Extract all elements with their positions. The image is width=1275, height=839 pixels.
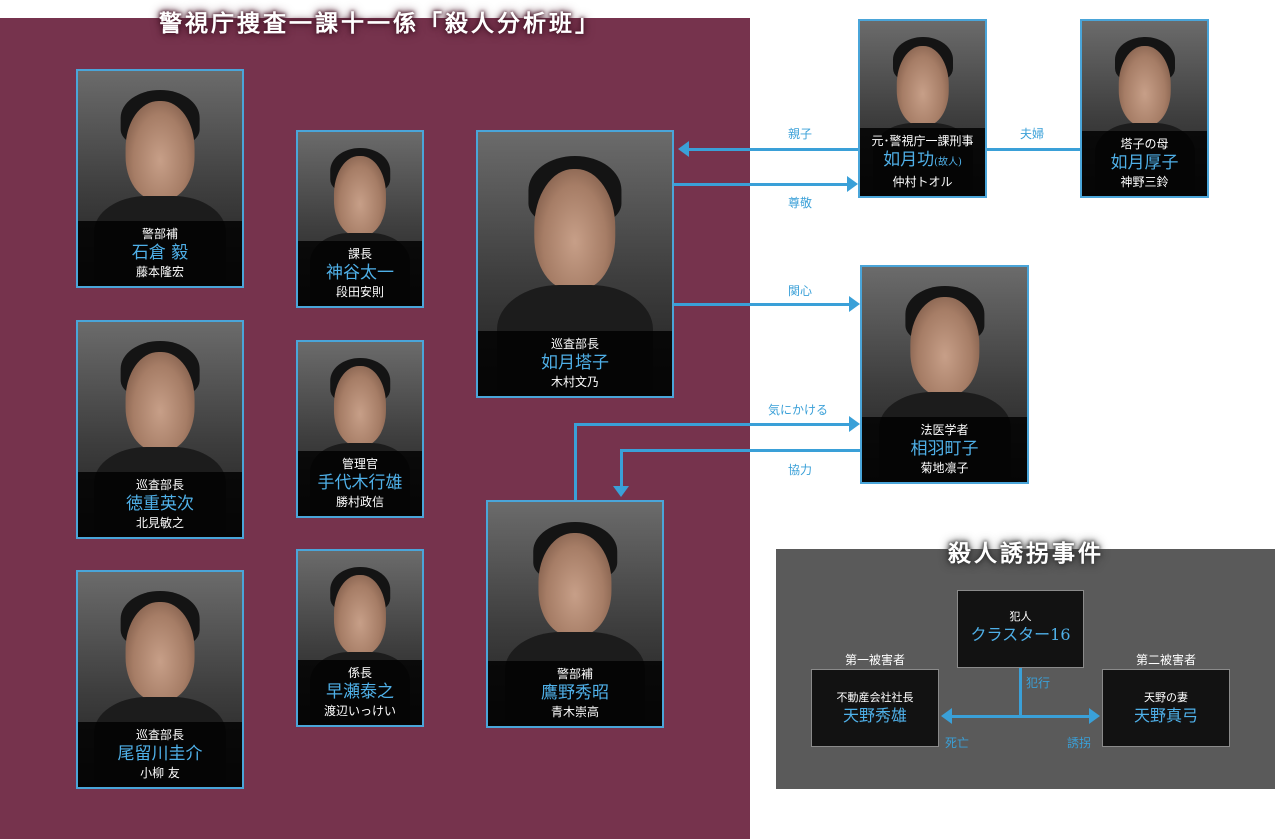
- member-card-kisaragi-toko[interactable]: 巡査部長 如月塔子 木村文乃: [476, 130, 674, 398]
- label-yuukai: 誘拐: [1067, 736, 1092, 750]
- member-card-takano[interactable]: 警部補 鷹野秀昭 青木崇高: [486, 500, 664, 728]
- relation-line-kyouryoku-h: [620, 449, 860, 452]
- member-card-kamiya[interactable]: 課長 神谷太一 段田安則: [296, 130, 424, 308]
- victim1-box[interactable]: 不動産会社社長 天野秀雄: [811, 669, 939, 747]
- victim2-box[interactable]: 天野の妻 天野真弓: [1102, 669, 1230, 747]
- member-card-torukawa[interactable]: 巡査部長 尾留川圭介 小柳 友: [76, 570, 244, 789]
- label-shibou: 死亡: [945, 736, 970, 750]
- label-kinikakeru: 気にかける: [768, 403, 829, 417]
- label-kanshin: 関心: [788, 284, 813, 298]
- character-card-kisaragi-atsuko[interactable]: 塔子の母 如月厚子 神野三鈴: [1080, 19, 1209, 198]
- relation-line-kinikakeru-h: [574, 423, 850, 426]
- label-oyako: 親子: [788, 127, 813, 141]
- relation-line-oyako: [688, 148, 858, 151]
- relation-line-kanshin: [674, 303, 850, 306]
- case-title: 殺人誘拐事件: [948, 540, 1104, 567]
- member-card-ishikura[interactable]: 警部補 石倉 毅 藤本隆宏: [76, 69, 244, 288]
- arrow-right-icon: [849, 296, 860, 312]
- character-card-aiba-machiko[interactable]: 法医学者 相羽町子 菊地凛子: [860, 265, 1029, 484]
- relation-line-kinikakeru-v: [574, 423, 577, 500]
- case-line-yuukai: [1019, 715, 1089, 718]
- arrow-right-icon: [1089, 708, 1100, 724]
- case-line-hankou-v: [1019, 668, 1022, 717]
- arrow-right-icon: [849, 416, 860, 432]
- relation-line-kyouryoku-v: [620, 449, 623, 487]
- arrow-left-icon: [941, 708, 952, 724]
- character-card-kisaragi-isao[interactable]: 元･警視庁一課刑事 如月功(故人) 仲村トオル: [858, 19, 987, 198]
- victim1-caption: 第一被害者: [844, 653, 905, 667]
- label-fuufu: 夫婦: [1020, 127, 1045, 141]
- member-card-hayase[interactable]: 係長 早瀬泰之 渡辺いっけい: [296, 549, 424, 727]
- arrow-down-icon: [613, 486, 629, 497]
- label-hankou: 犯行: [1026, 676, 1051, 690]
- label-kyouryoku: 協力: [788, 463, 813, 477]
- relation-line-fuufu: [987, 148, 1080, 151]
- team-title: 警視庁捜査一課十一係「殺人分析班」: [159, 10, 601, 37]
- case-line-shibou: [952, 715, 1022, 718]
- member-card-teshirogi[interactable]: 管理官 手代木行雄 勝村政信: [296, 340, 424, 518]
- culprit-box[interactable]: 犯人 クラスター16: [957, 590, 1084, 668]
- arrow-right-icon: [847, 176, 858, 192]
- victim2-caption: 第二被害者: [1135, 653, 1196, 667]
- member-card-tokushige[interactable]: 巡査部長 徳重英次 北見敏之: [76, 320, 244, 539]
- arrow-left-icon: [678, 141, 689, 157]
- label-sonkei: 尊敬: [788, 196, 813, 210]
- relation-line-sonkei: [674, 183, 848, 186]
